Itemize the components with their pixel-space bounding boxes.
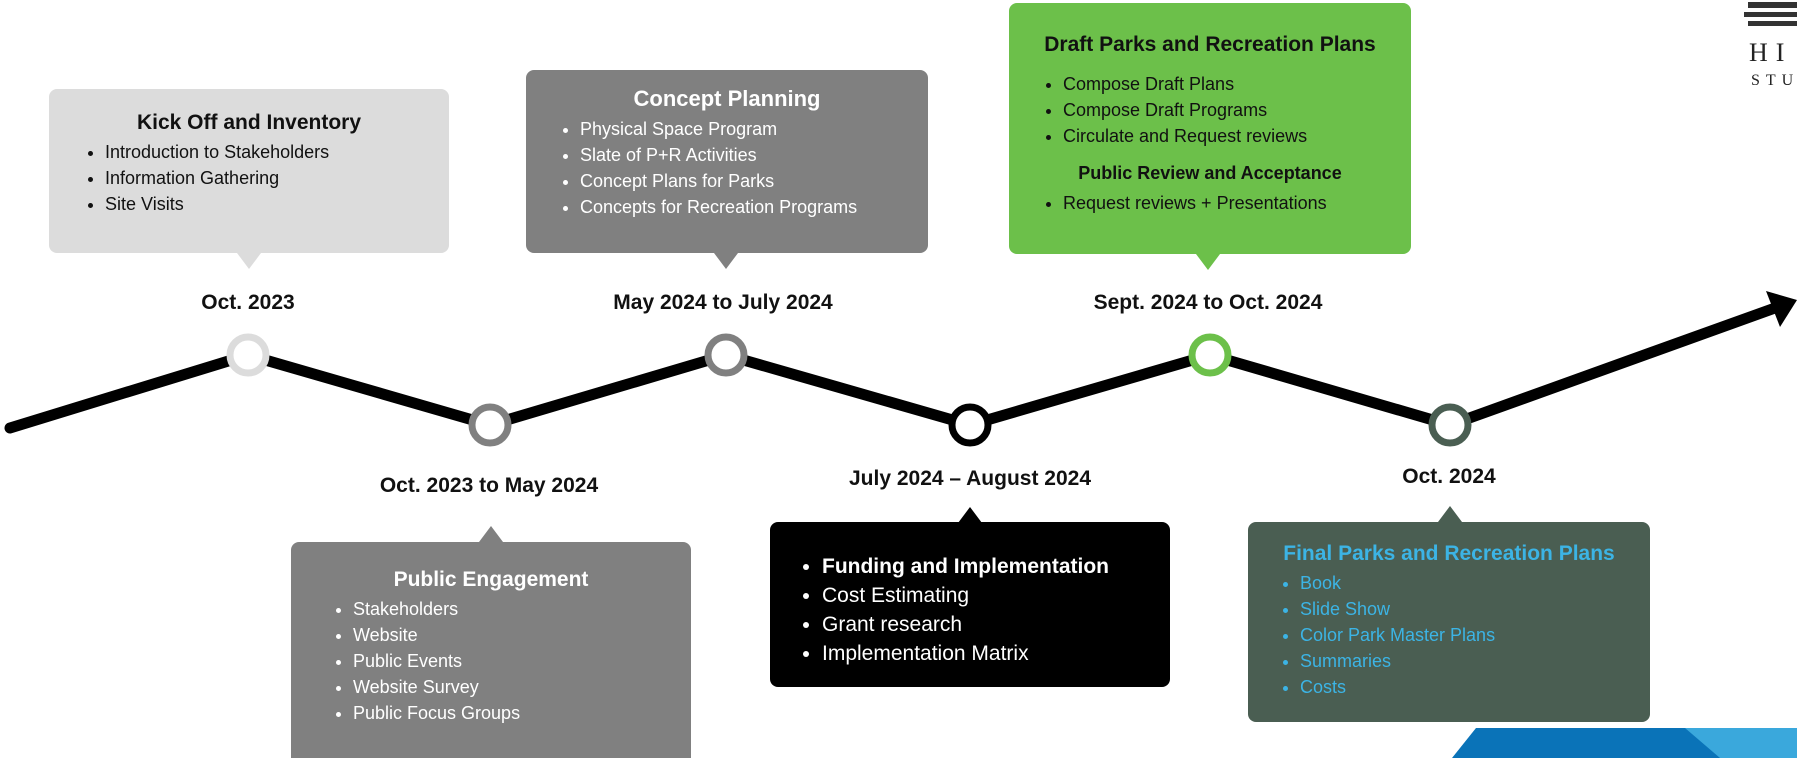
list-item: Website — [353, 622, 667, 648]
list-item: Summaries — [1300, 648, 1626, 674]
card-pointer — [1196, 254, 1220, 270]
list-item: Book — [1300, 570, 1626, 596]
milestone-date: July 2024 – August 2024 — [848, 467, 1092, 490]
list-item: Cost Estimating — [822, 581, 1146, 610]
milestone-date: Sept. 2024 to Oct. 2024 — [1093, 291, 1323, 314]
card-subtitle: Public Review and Acceptance — [1078, 163, 1342, 183]
card-pointer — [958, 507, 982, 523]
milestone-card-concept: Concept Planning Physical Space Program … — [526, 70, 928, 253]
milestone-card-kickoff: Kick Off and Inventory Introduction to S… — [49, 89, 449, 253]
card-list: Funding and Implementation Cost Estimati… — [794, 552, 1146, 668]
card-sublist: Request reviews + Presentations — [1033, 190, 1387, 216]
milestone-node-2 — [468, 403, 512, 447]
card-pointer — [479, 526, 503, 542]
timeline-line — [4, 302, 1781, 434]
list-item: Slate of P+R Activities — [580, 142, 904, 168]
list-item: Concepts for Recreation Programs — [580, 194, 904, 220]
card-title: Draft Parks and Recreation Plans — [1044, 33, 1376, 56]
list-item: Information Gathering — [105, 165, 425, 191]
logo-mark — [1744, 2, 1797, 26]
card-pointer — [1438, 506, 1462, 522]
milestone-node-5 — [1188, 333, 1232, 377]
milestone-card-final: Final Parks and Recreation Plans Book Sl… — [1248, 522, 1650, 722]
card-list: Stakeholders Website Public Events Websi… — [315, 596, 667, 726]
list-item: Grant research — [822, 610, 1146, 639]
card-pointer — [714, 253, 738, 269]
list-item: Costs — [1300, 674, 1626, 700]
logo-text-line2: STU — [1751, 72, 1797, 89]
timeline-arrowhead — [1766, 291, 1797, 327]
card-title: Final Parks and Recreation Plans — [1283, 542, 1615, 565]
milestone-date: May 2024 to July 2024 — [613, 291, 833, 314]
list-item: Implementation Matrix — [822, 639, 1146, 668]
card-pointer — [237, 253, 261, 269]
milestone-card-draft: Draft Parks and Recreation Plans Compose… — [1009, 3, 1411, 254]
milestone-date: Oct. 2024 — [1402, 465, 1496, 488]
milestone-card-funding: Funding and Implementation Cost Estimati… — [770, 522, 1170, 687]
list-item: Site Visits — [105, 191, 425, 217]
milestone-date: Oct. 2023 to May 2024 — [379, 474, 599, 497]
logo-text-line1: HI — [1749, 38, 1793, 67]
milestone-date: Oct. 2023 — [201, 291, 295, 314]
card-title: Kick Off and Inventory — [136, 111, 362, 134]
list-item: Website Survey — [353, 674, 667, 700]
list-item: Physical Space Program — [580, 116, 904, 142]
card-title: Concept Planning — [633, 86, 821, 111]
card-list: Physical Space Program Slate of P+R Acti… — [550, 116, 904, 220]
milestone-node-6 — [1428, 403, 1472, 447]
list-item: Compose Draft Programs — [1063, 97, 1387, 123]
list-item: Funding and Implementation — [822, 552, 1146, 581]
milestone-node-3 — [704, 333, 748, 377]
list-item: Public Focus Groups — [353, 700, 667, 726]
milestone-node-1 — [226, 333, 270, 377]
card-list: Book Slide Show Color Park Master Plans … — [1272, 570, 1626, 700]
list-item: Color Park Master Plans — [1300, 622, 1626, 648]
milestone-node-4 — [948, 403, 992, 447]
list-item: Introduction to Stakeholders — [105, 139, 425, 165]
list-item: Compose Draft Plans — [1063, 71, 1387, 97]
list-item: Stakeholders — [353, 596, 667, 622]
list-item: Concept Plans for Parks — [580, 168, 904, 194]
list-item: Slide Show — [1300, 596, 1626, 622]
card-list: Introduction to Stakeholders Information… — [73, 139, 425, 217]
list-item: Public Events — [353, 648, 667, 674]
list-item: Request reviews + Presentations — [1063, 190, 1387, 216]
card-list: Compose Draft Plans Compose Draft Progra… — [1033, 71, 1387, 149]
card-title: Public Engagement — [393, 568, 589, 591]
milestone-card-engagement: Public Engagement Stakeholders Website P… — [291, 542, 691, 758]
decorative-corner-shape-light — [1685, 728, 1797, 758]
list-item: Circulate and Request reviews — [1063, 123, 1387, 149]
